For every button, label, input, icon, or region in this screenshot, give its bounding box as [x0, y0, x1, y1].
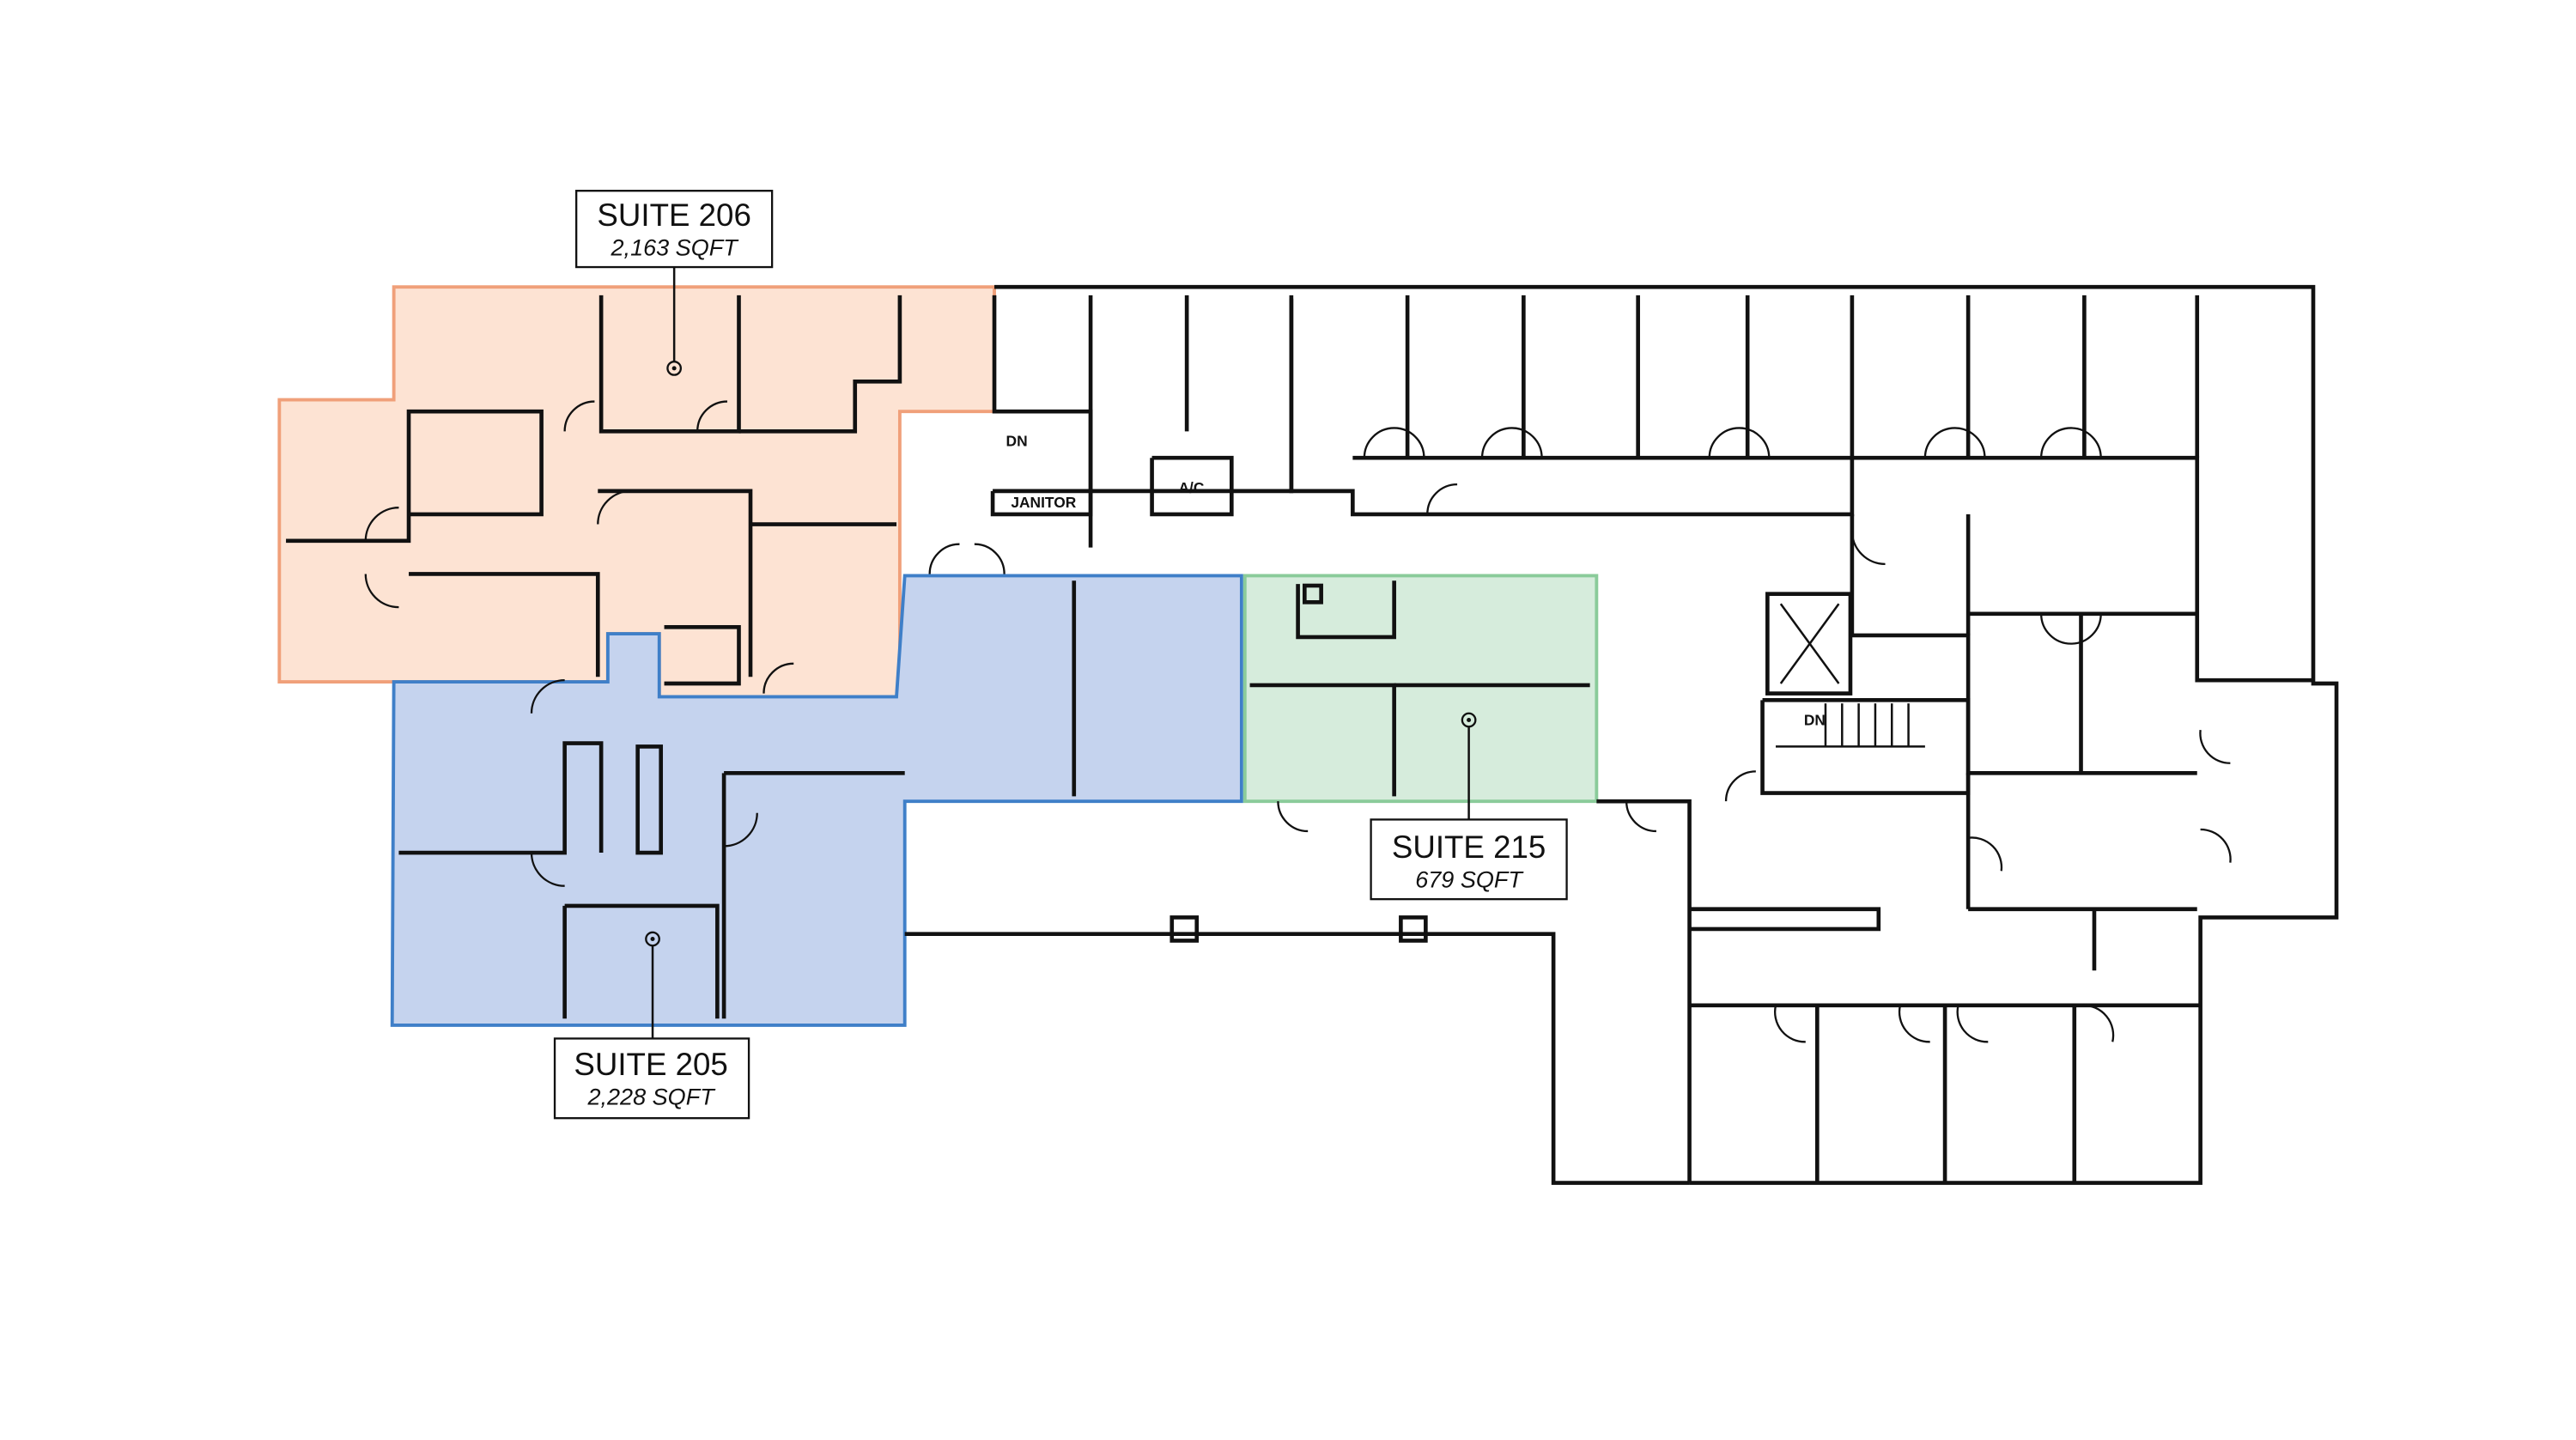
janitor-label: JANITOR [1011, 494, 1076, 511]
suite-205-name: SUITE 205 [574, 1047, 727, 1082]
suite-206-area-label: 2,163 SQFT [611, 235, 740, 261]
suite-206-name: SUITE 206 [597, 197, 750, 233]
building-walls [286, 284, 2339, 1185]
suite-205-area-label: 2,228 SQFT [586, 1085, 716, 1110]
suite-205-label[interactable]: SUITE 205 2,228 SQFT [553, 931, 750, 1120]
stair-east-dn-label: DN [1804, 711, 1826, 728]
suite-215-name: SUITE 215 [1392, 829, 1546, 865]
suite-205-area[interactable] [390, 574, 1243, 1027]
ac-label: A/C [1178, 479, 1204, 496]
suite-215-label[interactable]: SUITE 215 679 SQFT [1370, 712, 1568, 901]
suite-215-area-label: 679 SQFT [1415, 867, 1524, 893]
stair-west-dn-label: DN [1006, 433, 1028, 450]
door-swings [364, 400, 2232, 1043]
suite-206-label[interactable]: SUITE 206 2,163 SQFT [575, 190, 774, 376]
